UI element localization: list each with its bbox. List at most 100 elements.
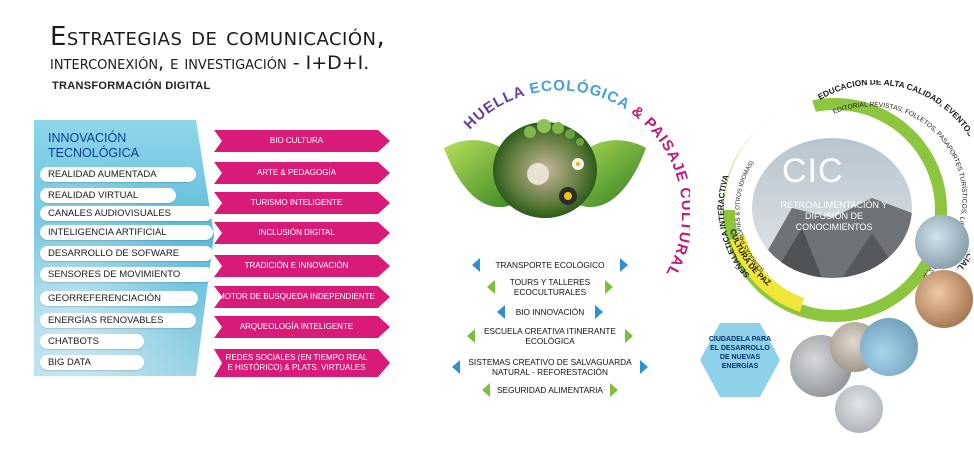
bracket-left-icon <box>487 280 495 294</box>
arrow-label: ARTE & PEDAGOGÍA <box>214 162 379 184</box>
huella-item-line2: NATURAL - REFORESTACIÓN <box>491 367 608 377</box>
arrow-polygon <box>214 130 390 152</box>
bracket-left-icon <box>482 383 490 397</box>
photo-ball-tower <box>915 270 973 328</box>
leaf-footprint-illustration <box>444 119 646 218</box>
innovacion-title-line1: INNOVACIÓN <box>48 131 127 145</box>
arrow-label: TRADICIÓN E INNOVACIÓN <box>214 255 379 277</box>
toe-icon <box>524 126 536 138</box>
arrow-shape <box>214 316 390 338</box>
bracket-right-icon <box>625 329 633 343</box>
toe-icon <box>565 129 575 139</box>
huella-item-line2: ECOCULTURALES <box>513 287 587 297</box>
toe-icon <box>537 119 551 133</box>
arrow-label: ARQUEOLOGÍA INTELIGENTE <box>214 316 379 338</box>
cic-subtitle: RETROALIMENTACIÓN Y DIFUSIÓN DE CONOCIMI… <box>780 200 888 232</box>
arrow-label-line2: E HISTÓRICO) & PLATS. VIRTUALES <box>227 363 366 372</box>
arrow-shape <box>214 222 390 244</box>
cic-title: CIC <box>782 152 844 190</box>
bracket-right-icon <box>605 280 613 294</box>
bracket-left-icon <box>467 329 475 343</box>
tech-item: CANALES AUDIOVISUALES <box>40 206 213 221</box>
bracket-left-icon <box>452 360 460 374</box>
arrow-label-line1: INCLUSIÓN DIGITAL <box>258 228 335 237</box>
tech-item: CHATBOTS <box>40 334 144 349</box>
innovacion-title: INNOVACIÓN TECNOLÓGICA <box>48 131 139 161</box>
tech-item: BIG DATA <box>40 355 144 370</box>
huella-item-line1: TOURS Y TALLERES <box>509 277 591 287</box>
arrow-item: INCLUSIÓN DIGITAL <box>214 222 390 244</box>
arrow-label: INCLUSIÓN DIGITAL <box>214 222 379 244</box>
arrow-item: TURISMO INTELIGENTE <box>214 192 390 214</box>
arrow-label: BIO CULTURA <box>214 130 379 152</box>
arrow-label-line1: TURISMO INTELIGENTE <box>250 198 343 207</box>
huella-item: TRANSPORTE ECOLÓGICO <box>472 257 628 273</box>
huella-item-line1: SEGURIDAD ALIMENTARIA <box>497 385 603 395</box>
huella-item-line1: TRANSPORTE ECOLÓGICO <box>495 260 605 270</box>
arrow-polygon <box>214 349 390 377</box>
huella-item-line1: SISTEMAS CREATIVO DE SALVAGUARDA <box>468 357 632 367</box>
arrow-label-line1: TRADICIÓN E INNOVACIÓN <box>244 261 349 270</box>
arrow-shape <box>214 349 390 377</box>
tech-item: DESARROLLO DE SOFWARE <box>40 246 213 261</box>
innovacion-title-line2: TECNOLÓGICA <box>48 146 139 160</box>
arrow-polygon <box>214 286 390 308</box>
statue-icon <box>527 163 549 185</box>
bracket-right-icon <box>640 360 648 374</box>
arrow-item: BIO CULTURA <box>214 130 390 152</box>
arrow-shape <box>214 255 390 277</box>
arrow-label-line1: MOTOR DE BUSQUEDA INDEPENDIENTE <box>218 292 375 301</box>
main-title-line2: interconexión, e investigación - I+D+I. <box>50 52 370 74</box>
arrow-label-line1: ARQUEOLOGÍA INTELIGENTE <box>239 322 354 331</box>
huella-item: BIO INNOVACIÓN <box>497 304 603 320</box>
arrow-label-line1: ARTE & PEDAGOGÍA <box>257 168 336 177</box>
bracket-right-icon <box>610 383 618 397</box>
tech-item: SENSORES DE MOVIMIENTO <box>40 267 213 282</box>
tech-item: REALIDAD AUMENTADA <box>40 167 196 182</box>
arrow-shape <box>214 192 390 214</box>
toe-icon <box>576 138 584 146</box>
arrow-item: TRADICIÓN E INNOVACIÓN <box>214 255 390 277</box>
ring-yellow-segment <box>730 234 804 312</box>
bracket-right-icon <box>595 305 603 319</box>
cic-building-image <box>752 138 912 278</box>
bracket-left-icon <box>497 305 505 319</box>
bracket-right-icon <box>620 258 628 272</box>
subtitle: TRANSFORMACIÓN DIGITAL <box>52 80 211 92</box>
arrow-polygon <box>214 222 390 244</box>
huella-item-line1: ESCUELA CREATIVA ITINERANTE <box>483 326 616 336</box>
arrow-label-line1: REDES SOCIALES (EN TIEMPO REAL <box>225 353 368 362</box>
main-title: Estrategias de comunicación, <box>50 22 386 52</box>
arrow-label-line1: BIO CULTURA <box>269 136 324 145</box>
bracket-left-icon <box>472 258 480 272</box>
tech-item: REALIDAD VIRTUAL <box>40 188 176 203</box>
toe-icon <box>552 122 564 134</box>
tech-item: ENERGÍAS RENOVABLES <box>40 313 196 328</box>
hexagon-text: CIUDADELA PARA EL DESARROLLO DE NUEVAS E… <box>708 336 772 370</box>
huella-item-line1: BIO INNOVACIÓN <box>515 307 585 317</box>
arrow-item: ARTE & PEDAGOGÍA <box>214 162 390 184</box>
arrow-item: ARQUEOLOGÍA INTELIGENTE <box>214 316 390 338</box>
arrow-label: TURISMO INTELIGENTE <box>214 192 379 214</box>
huella-title-svg: HUELLA ECOLÓGICA & PAISAJE CULTURAL <box>461 77 690 280</box>
arrow-polygon <box>214 162 390 184</box>
huella-item-line2: ECOLÓGICA <box>525 336 575 346</box>
arrow-shape <box>214 162 390 184</box>
tech-item: GEORREFERENCIACIÓN <box>40 291 198 306</box>
arrow-polygon <box>214 316 390 338</box>
arrow-polygon <box>214 255 390 277</box>
arrow-polygon <box>214 192 390 214</box>
photo-ball-solar <box>860 318 918 376</box>
photo-ball-city <box>915 215 969 269</box>
photo-ball-building <box>835 385 883 433</box>
tech-item: INTELIGENCIA ARTIFICIAL <box>40 225 213 240</box>
arrow-label: MOTOR DE BUSQUEDA INDEPENDIENTE <box>214 286 379 308</box>
arrow-shape <box>214 130 390 152</box>
arrow-item: MOTOR DE BUSQUEDA INDEPENDIENTE <box>214 286 390 308</box>
